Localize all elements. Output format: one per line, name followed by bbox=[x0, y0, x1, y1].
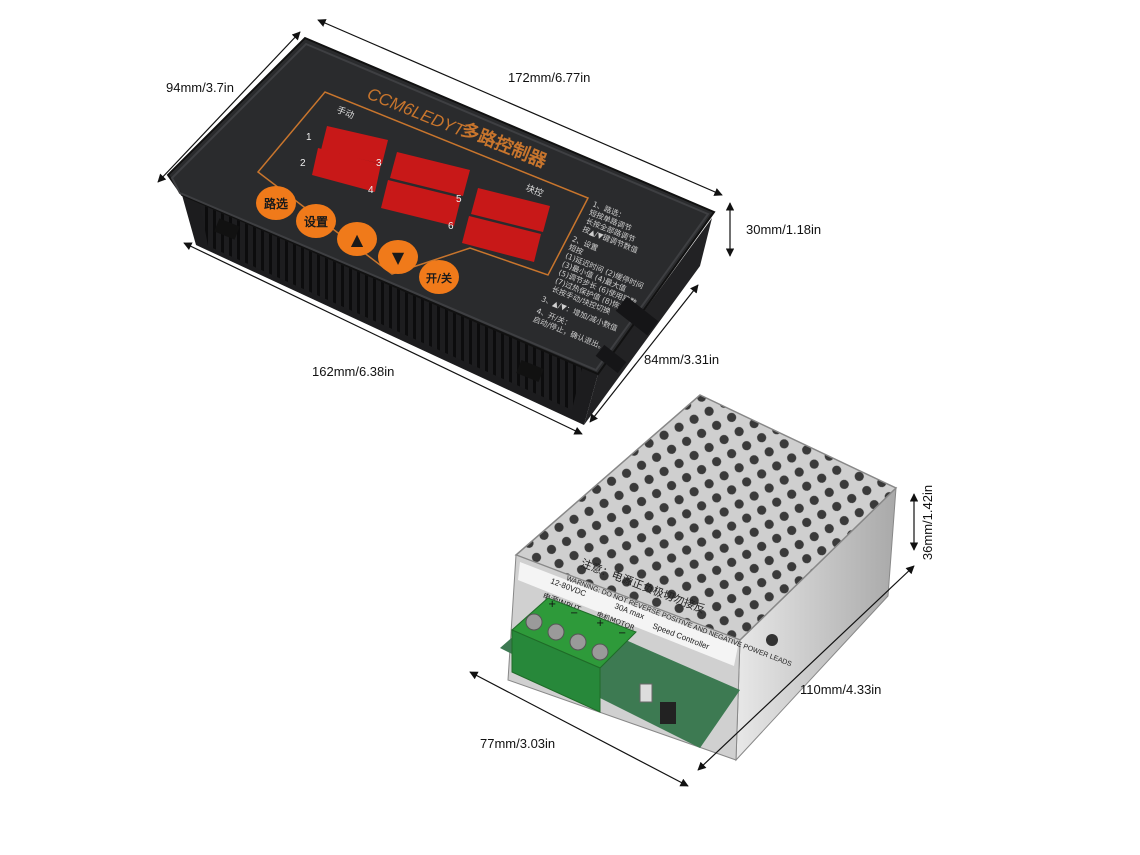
channel-number-1: 1 bbox=[306, 132, 312, 143]
terminal-screw bbox=[569, 633, 587, 651]
dimension-lines bbox=[157, 19, 919, 787]
down-button[interactable]: ▼ bbox=[378, 240, 418, 274]
mount-hole bbox=[766, 634, 778, 646]
switch-connector bbox=[639, 683, 653, 703]
terminal-screw bbox=[547, 623, 565, 641]
warning-label-area bbox=[518, 562, 738, 666]
on-off-button[interactable]: 开/关 bbox=[419, 260, 459, 294]
dim-label-speed-width: 77mm/3.03in bbox=[480, 736, 556, 751]
channel-number-2: 2 bbox=[300, 158, 306, 169]
channel-number-3: 3 bbox=[376, 158, 382, 169]
up-arrow-icon: ▲ bbox=[351, 230, 364, 249]
dim-label-controller-body-depth: 84mm/3.31in bbox=[644, 352, 720, 367]
dim-line-172mm bbox=[317, 19, 723, 196]
route-select-button[interactable]: 路选 bbox=[256, 186, 296, 220]
on-off-label: 开/关 bbox=[426, 271, 452, 285]
dim-label-speed-height: 36mm/1.42in bbox=[920, 484, 936, 561]
up-button[interactable]: ▲ bbox=[337, 222, 377, 256]
pot-connector bbox=[660, 702, 676, 724]
terminal-sign: − bbox=[618, 628, 626, 639]
mounting-clip bbox=[214, 218, 240, 240]
dim-line-77mm bbox=[469, 671, 689, 787]
dim-label-speed-length: 110mm/4.33in bbox=[800, 682, 882, 697]
route-select-label: 路选 bbox=[264, 196, 288, 211]
settings-label: 设置 bbox=[304, 214, 328, 229]
dim-label-controller-height: 30mm/1.18in bbox=[746, 222, 822, 237]
terminal-sign: + bbox=[596, 618, 604, 629]
dim-line-110mm bbox=[697, 565, 915, 771]
dim-line-94mm bbox=[157, 31, 301, 183]
terminal-sign: + bbox=[548, 599, 556, 610]
channel-number-4: 4 bbox=[368, 185, 374, 196]
led-display-5 bbox=[471, 188, 550, 232]
settings-button[interactable]: 设置 bbox=[296, 204, 336, 238]
dim-label-controller-depth: 94mm/3.7in bbox=[166, 80, 234, 95]
terminal-sign: − bbox=[570, 608, 578, 619]
terminal-screw bbox=[591, 643, 609, 661]
terminal-screw bbox=[525, 613, 543, 631]
dim-label-controller-width-top: 172mm/6.77in bbox=[508, 70, 591, 85]
channel-number-6: 6 bbox=[448, 221, 454, 232]
dim-label-controller-width-bottom: 162mm/6.38in bbox=[312, 364, 395, 379]
dim-line-84mm bbox=[589, 284, 699, 423]
down-arrow-icon: ▼ bbox=[392, 248, 405, 267]
channel-number-5: 5 bbox=[456, 194, 462, 205]
dim-line-162mm bbox=[183, 242, 583, 435]
speed-controller: 注意：电源正负极切勿接反 WARNING: DO NOT REVERSE POS… bbox=[500, 394, 898, 762]
